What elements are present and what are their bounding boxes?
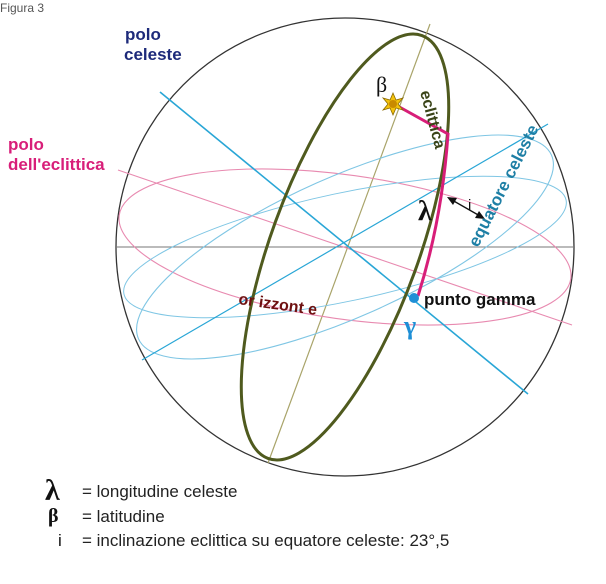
polo-eclittica-label-2: dell'eclittica [8,155,105,174]
legend-text-lambda: = longitudine celeste [82,482,237,501]
figure-label: Figura 3 [0,1,44,15]
gamma-label: γ [403,311,416,340]
beta-label: β [376,72,387,97]
parallel-circle-lower [123,175,567,319]
pink-axis-line [117,169,573,326]
longitude-arc [393,102,450,297]
celestial-equator-line [141,123,549,361]
arrowhead-right [475,211,485,219]
dot-icon [409,293,419,303]
legend-text-i: = inclinazione eclittica su equatore cel… [82,531,449,550]
arrowhead-left [447,197,457,205]
star-icon [381,91,405,117]
polo-eclittica-label-1: polo [8,135,44,154]
equatore-celeste-label: equatore celeste [465,122,543,250]
inclination-arrow [451,199,481,217]
punto-gamma-label: punto gamma [424,290,536,309]
polo-celeste-label-2: celeste [124,45,182,64]
lambda-label: λ [418,196,432,227]
ecliptic-circle [239,32,451,462]
parallel-circle-upper [136,134,554,360]
legend-symbol-i: i [58,531,62,550]
horizon-circle [118,168,572,326]
ecliptic-axis-line [267,23,431,464]
legend-text-beta: = latitudine [82,507,165,526]
legend-symbol-lambda: λ [45,474,60,507]
polo-celeste-label-1: polo [125,25,161,44]
i-label: i [468,197,471,214]
legend-symbol-beta: β [48,505,59,527]
